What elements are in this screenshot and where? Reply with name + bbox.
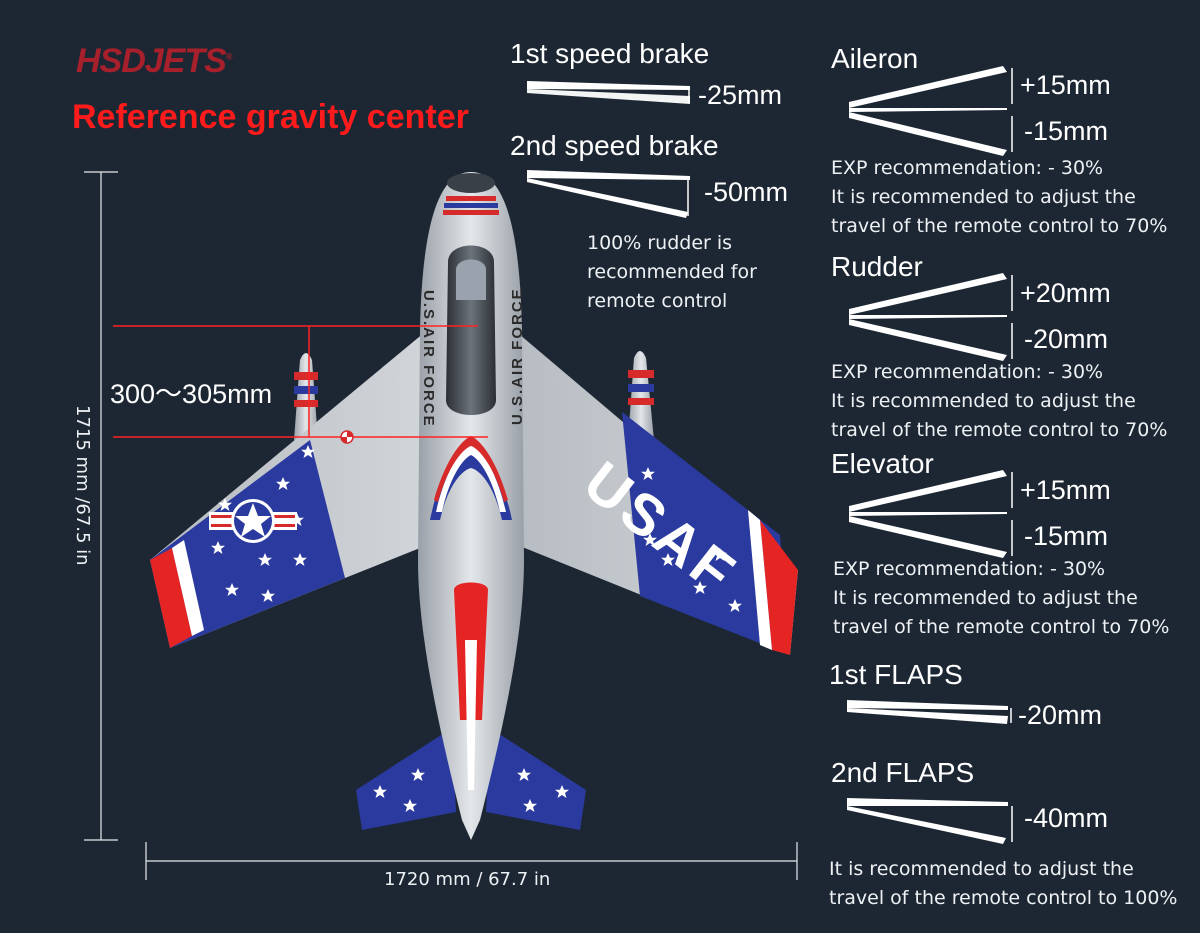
tailplane <box>356 728 586 830</box>
rudder-up-travel: +20mm <box>1020 278 1111 308</box>
cg-range-label: 300～305mm <box>110 379 273 409</box>
length-dimension-label: 1715 mm /67.5 in <box>72 405 93 566</box>
rudder-notes: EXP recommendation: - 30% It is recommen… <box>831 361 1168 441</box>
elevator-label: Elevator <box>831 448 934 479</box>
cg-reference-lines <box>113 325 488 438</box>
wingspan-dimension-label: 1720 mm / 67.7 in <box>384 869 551 890</box>
flaps-1-label: 1st FLAPS <box>829 659 963 690</box>
rudder-diagram <box>849 273 1013 361</box>
flaps-2-label: 2nd FLAPS <box>831 757 975 788</box>
aileron-diagram <box>849 66 1013 156</box>
speed-brake-2-travel: -50mm <box>704 177 789 207</box>
page-title: Reference gravity center <box>72 98 469 136</box>
aileron-label: Aileron <box>831 43 919 74</box>
speed-brake-2-diagram <box>527 170 690 218</box>
speed-brake-1-travel: -25mm <box>698 80 783 110</box>
left-wing <box>150 318 442 648</box>
flaps-1-diagram <box>847 700 1012 724</box>
flaps-2-diagram <box>847 798 1013 844</box>
aileron-notes: EXP recommendation: - 30% It is recommen… <box>831 157 1168 237</box>
rudder-label: Rudder <box>831 251 923 282</box>
elevator-down-travel: -15mm <box>1024 521 1109 551</box>
usaf-roundel-icon <box>209 499 297 543</box>
speed-brake-1-label: 1st speed brake <box>510 38 710 69</box>
drop-tank-right <box>628 351 654 440</box>
elevator-up-travel: +15mm <box>1020 475 1111 505</box>
fuselage: U.S.AIR FORCE U.S.AIR FORCE <box>418 172 526 840</box>
fuselage-marking-left: U.S.AIR FORCE <box>420 290 437 428</box>
right-wing: USAF <box>500 318 798 655</box>
length-dimension-line <box>84 171 118 841</box>
wingspan-dimension-line <box>145 842 798 880</box>
speed-brake-2-label: 2nd speed brake <box>510 130 719 161</box>
speed-brake-1-diagram <box>527 81 690 104</box>
flaps-2-notes: It is recommended to adjust the travel o… <box>829 858 1178 909</box>
brand-logo: HSDJETS® <box>76 42 232 80</box>
rudder-down-travel: -20mm <box>1024 324 1109 354</box>
cg-marker-icon <box>340 430 354 444</box>
flaps-1-travel: -20mm <box>1018 700 1103 730</box>
aileron-down-travel: -15mm <box>1024 116 1109 146</box>
drop-tank-left <box>294 353 318 440</box>
elevator-diagram <box>849 470 1013 558</box>
fuselage-marking-right: U.S.AIR FORCE <box>509 287 526 425</box>
elevator-notes: EXP recommendation: - 30% It is recommen… <box>833 558 1170 638</box>
rudder-recommendation-note: 100% rudder is recommended for remote co… <box>587 232 757 312</box>
flaps-2-travel: -40mm <box>1024 803 1109 833</box>
aileron-up-travel: +15mm <box>1020 70 1111 100</box>
